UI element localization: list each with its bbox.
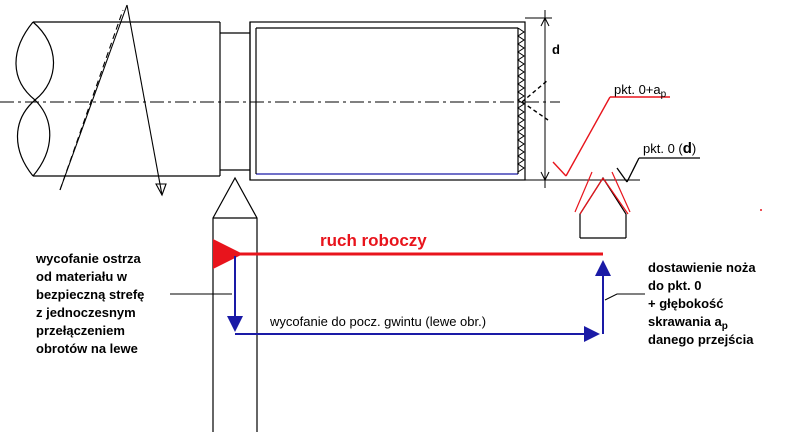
right-note-line: skrawania ap xyxy=(648,314,728,332)
left-note: wycofanie ostrza od materiału w bezpiecz… xyxy=(35,251,144,356)
return-path xyxy=(227,256,611,342)
right-note-line: do pkt. 0 xyxy=(648,278,701,293)
point-0-ap-marker xyxy=(552,96,670,177)
left-note-line: od materiału w xyxy=(36,269,128,284)
work-motion-label: ruch roboczy xyxy=(320,231,427,250)
point-0-marker xyxy=(616,157,700,183)
left-note-line: obrotów na lewe xyxy=(36,341,138,356)
dimension-d-label: d xyxy=(552,42,560,57)
right-note-leader xyxy=(604,293,645,301)
right-note-line: danego przejścia xyxy=(648,332,754,347)
threaded-section xyxy=(249,21,526,181)
right-note-line: + głębokość xyxy=(648,296,724,311)
right-note-line: dostawienie noża xyxy=(648,260,756,275)
right-note: dostawienie noża do pkt. 0 + głębokość s… xyxy=(648,260,756,347)
right-tool-guides xyxy=(574,171,631,215)
dimension-d xyxy=(525,10,552,188)
return-path-label: wycofanie do pocz. gwintu (lewe obr.) xyxy=(269,314,486,329)
thread-profile-sketch xyxy=(521,79,549,121)
left-note-line: przełączeniem xyxy=(36,323,125,338)
workpiece-shaft xyxy=(15,21,251,180)
thread-serrations xyxy=(517,27,525,173)
left-note-line: wycofanie ostrza xyxy=(35,251,142,266)
left-tool xyxy=(212,176,258,432)
left-note-line: bezpieczną strefę xyxy=(36,287,144,302)
point-0-label: pkt. 0 (d) xyxy=(643,140,696,157)
point-0-ap-label: pkt. 0+ap xyxy=(614,82,667,100)
shaft-sketch-lines xyxy=(59,4,167,197)
left-note-line: z jednoczesnym xyxy=(36,305,136,320)
